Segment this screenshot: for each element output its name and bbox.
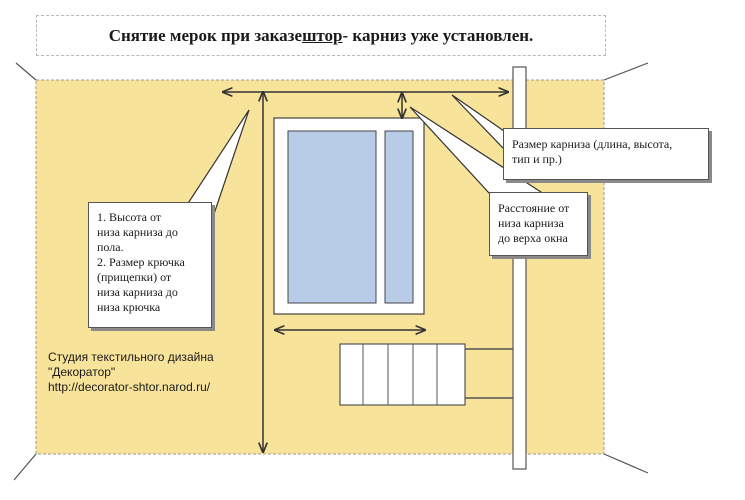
title-text-end: - карниз уже установлен. [342, 25, 534, 45]
studio-name: Студия текстильного дизайна [48, 350, 214, 364]
studio-brand: "Декоратор" [48, 365, 116, 379]
callout-line: низа карниза [498, 216, 564, 230]
callout-line: тип и пр.) [512, 152, 562, 166]
callout-line: низа крючка [97, 300, 161, 314]
callout-rod-window-distance: Расстояние от низа карниза до верха окна [489, 192, 588, 256]
title-box: Снятие мерок при заказе штор - карниз уж… [36, 15, 606, 56]
window-glass-right [384, 130, 414, 304]
window-glass-left [287, 130, 377, 304]
callout-line: низа карниза до [97, 225, 178, 239]
title-text-start: Снятие мерок при заказе [108, 25, 303, 45]
studio-url: http://decorator-shtor.narod.ru/ [48, 380, 211, 394]
corner-line-top-left [15, 62, 37, 81]
title-text-underlined: штор [302, 25, 343, 45]
callout-line: Расстояние от [498, 201, 570, 215]
callout-line: 1. Высота от [97, 210, 162, 224]
callout-floor-height: 1. Высота от низа карниза до пола. 2. Ра… [88, 202, 212, 328]
callout-line: Размер карниза (длина, высота, [512, 137, 673, 151]
callout-line: (прищепки) от [97, 270, 172, 284]
corner-line-bottom-left [13, 453, 37, 481]
callout-line: низа карниза до [97, 285, 178, 299]
callout-line: до верха окна [498, 231, 568, 245]
callout-line: 2. Размер крючка [97, 255, 185, 269]
callout-line: пола. [97, 240, 124, 254]
corner-line-top-right [603, 62, 649, 81]
radiator [339, 343, 466, 406]
studio-credit: Студия текстильного дизайна "Декоратор" … [48, 350, 214, 395]
corner-line-bottom-right [603, 453, 649, 474]
callout-rod-size: Размер карниза (длина, высота, тип и пр.… [503, 128, 709, 180]
